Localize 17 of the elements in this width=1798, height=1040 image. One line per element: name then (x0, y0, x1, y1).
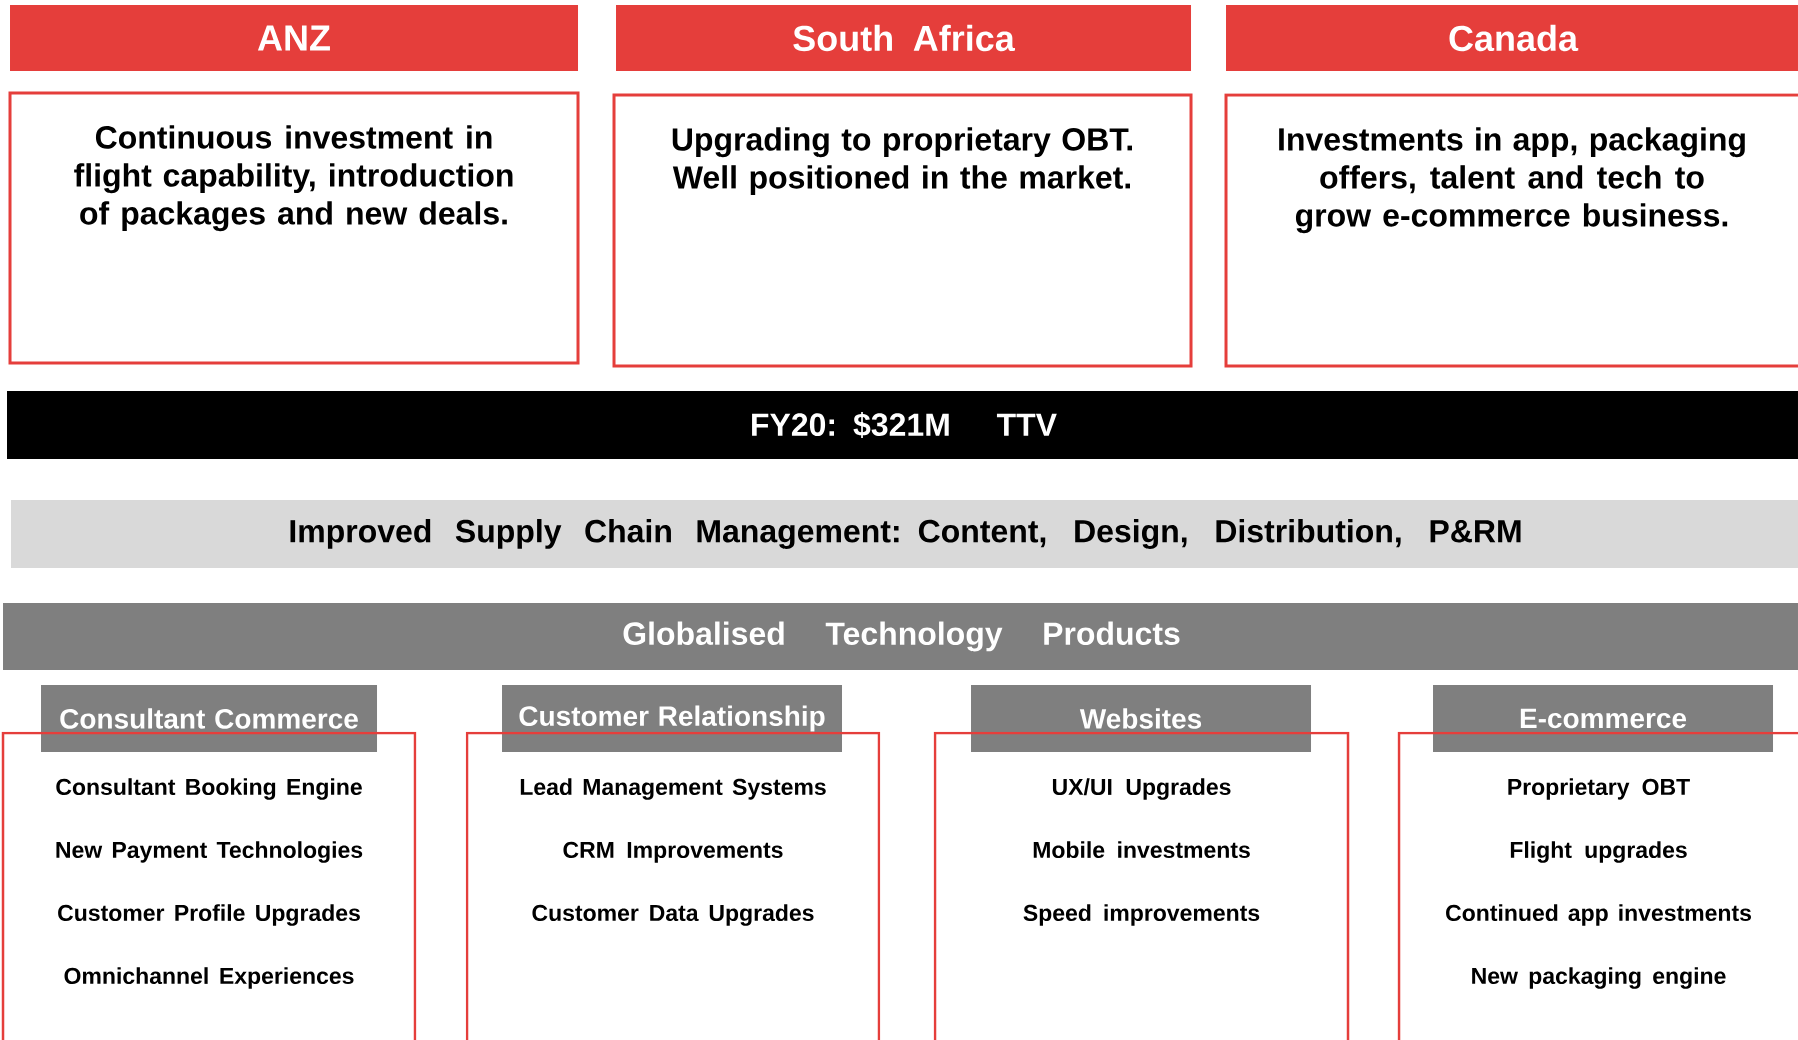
banner: FY20: $321M TTV (7, 391, 1798, 459)
list-box: Lead Management Systems CRM Improvements Customer Data Upgrades (465, 731, 881, 1040)
text-box: Investments in app, packaging offers, talent and tech to grow e-commerce business. (1224, 93, 1798, 368)
column-tab: E-commerce (1433, 685, 1773, 752)
text-box: Continuous investment in flight capability, introduction of packages and new deals. (8, 91, 580, 365)
column-tab: Customer Relationship (502, 685, 842, 752)
column-tab: Consultant Commerce (41, 685, 377, 752)
region-header: Canada (1226, 5, 1798, 71)
list-box: Proprietary OBT Flight upgrades Continued app investments New packaging engine (1397, 731, 1798, 1040)
region-header: ANZ (10, 5, 578, 71)
list-box: UX/UI Upgrades Mobile investments Speed improvements (933, 731, 1350, 1040)
column-tab: Websites (971, 685, 1311, 752)
banner: Improved Supply Chain Management: Content, Design, Distribution, P&RM (11, 500, 1798, 568)
text-box: Upgrading to proprietary OBT. Well positioned in the market. (612, 93, 1193, 368)
banner: Globalised Technology Products (3, 603, 1798, 670)
region-header: South Africa (616, 5, 1191, 71)
list-box: Consultant Booking Engine New Payment Technologies Customer Profile Upgrades Omnichannel Experiences (1, 731, 417, 1040)
